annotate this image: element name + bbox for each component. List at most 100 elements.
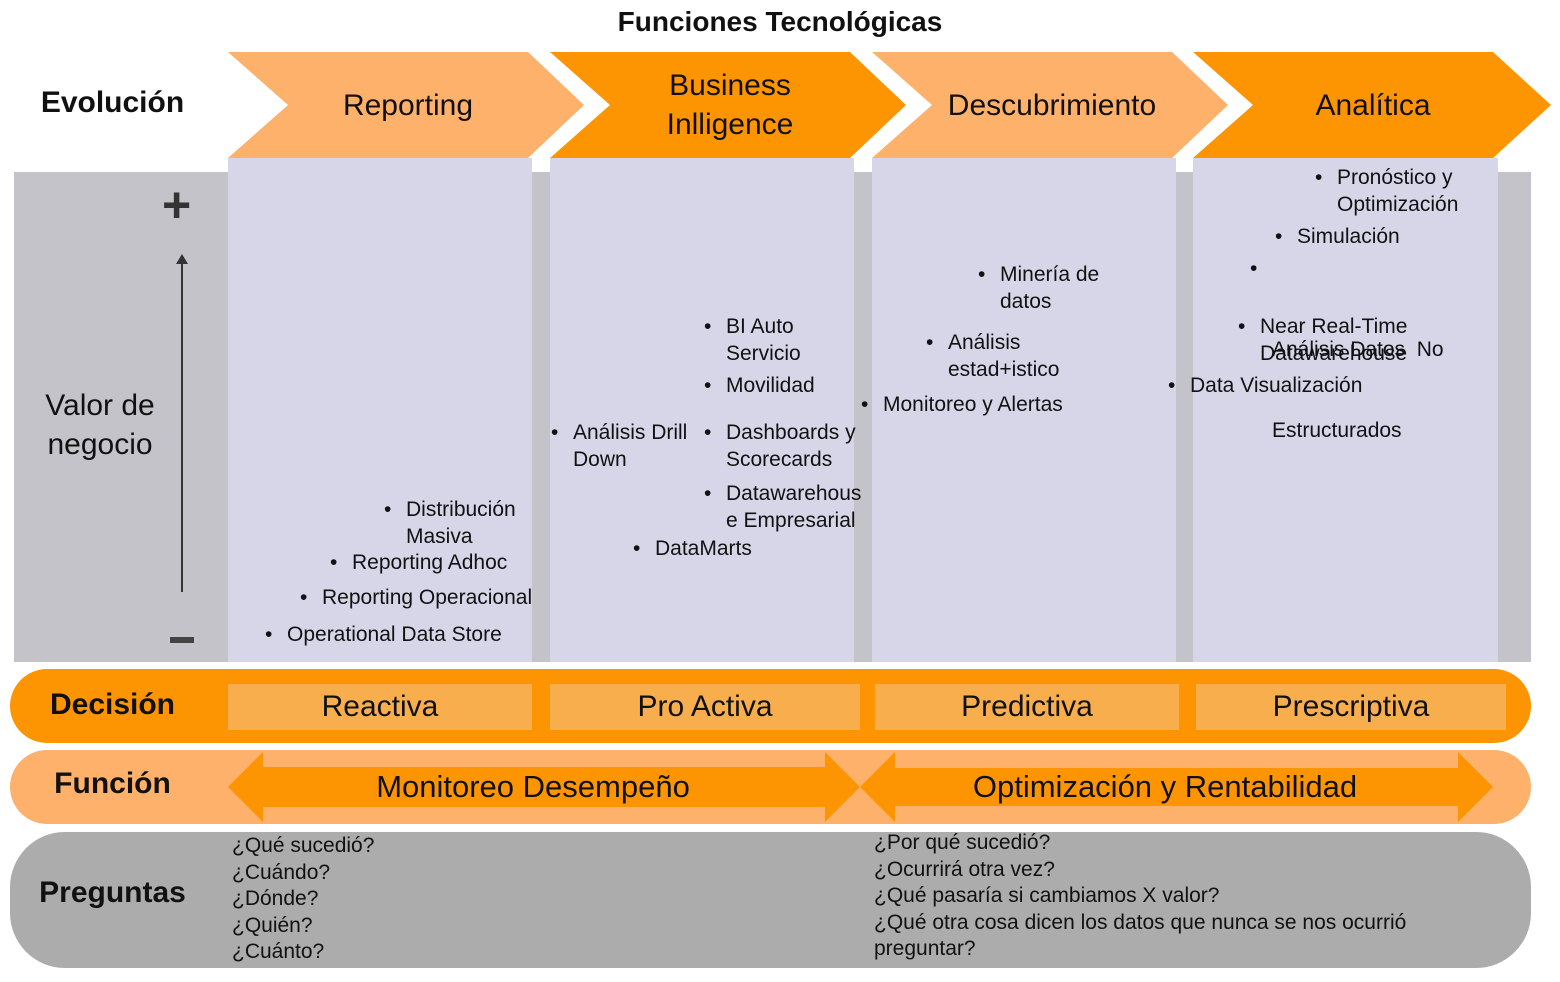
decision-reactiva: Reactiva [228, 684, 532, 730]
list-item: • Minería de datos [978, 261, 1100, 315]
bullet-icon: • [1238, 315, 1246, 338]
list-item: • DataMarts [633, 535, 752, 562]
bullet-icon: • [300, 586, 308, 609]
stage-label: Descubrimiento [947, 88, 1157, 122]
questions-right-list: ¿Por qué sucedió? ¿Ocurrirá otra vez? ¿Q… [874, 830, 1406, 963]
chevron-shape [872, 52, 1228, 158]
item-text: Dashboards y [726, 421, 856, 444]
column-reporting [228, 158, 532, 662]
bullet-icon: • [633, 537, 641, 560]
item-text: Data Visualización [1190, 374, 1363, 397]
minus-icon [170, 637, 194, 643]
item-text: Estructurados [1272, 419, 1402, 442]
column-descubrimiento [872, 158, 1176, 662]
item-text: Datawarehouse [1260, 342, 1408, 365]
list-item: • Reporting Operacional [300, 584, 533, 611]
stage-label-line1: Business [669, 69, 791, 102]
value-axis-label-line2: negocio [47, 428, 153, 461]
bullet-icon: • [704, 421, 712, 444]
bullet-icon: • [330, 551, 338, 574]
bullet-icon: • [1275, 225, 1283, 248]
item-text: Análisis Datos No [1272, 338, 1444, 361]
row-label-evolucion: Evolución [40, 86, 185, 119]
question-item: ¿Ocurrirá otra vez? [874, 857, 1055, 881]
column-business-intelligence [550, 158, 854, 662]
stage-chevron-business-intelligence: Business Inlligence [550, 52, 910, 158]
item-text: Operational Data Store [287, 623, 502, 646]
questions-row [10, 832, 1531, 968]
item-text: Pronóstico y [1337, 166, 1453, 189]
list-item: • Análisis Datos No Estructurados [1250, 255, 1444, 471]
double-arrow-left-icon [228, 752, 860, 822]
bullet-icon: • [704, 374, 712, 397]
chevron-shape [1193, 52, 1551, 158]
list-item: • Dashboards y Scorecards [704, 419, 856, 473]
item-text: Scorecards [726, 448, 833, 471]
item-text: Down [573, 448, 627, 471]
value-axis-label-line1: Valor de [45, 389, 155, 422]
item-text: Masiva [406, 525, 473, 548]
stage-label-line2: Inlligence [666, 108, 794, 141]
question-item: ¿Dónde? [232, 887, 319, 910]
item-text: Optimización [1337, 193, 1459, 216]
bullet-icon: • [1315, 166, 1323, 189]
bullet-icon: • [1168, 374, 1176, 397]
list-item: • Operational Data Store [265, 621, 502, 648]
question-item: ¿Qué sucedió? [232, 834, 375, 857]
list-item: • Near Real-Time Datawarehouse [1238, 313, 1408, 367]
item-text: Minería de [1000, 263, 1100, 286]
value-axis-label: Valor de negocio [30, 386, 170, 464]
item-text: Datawarehous [726, 482, 862, 505]
item-text: DataMarts [655, 537, 752, 560]
item-text: Simulación [1297, 225, 1400, 248]
list-item: • Simulación [1275, 223, 1400, 250]
function-monitoreo-desempeno: Monitoreo Desempeño [376, 769, 690, 804]
item-text: Distribución [406, 498, 516, 521]
item-text: Reporting Operacional [322, 586, 533, 609]
row-label-funcion: Función [54, 767, 171, 800]
list-item: • Monitoreo y Alertas [861, 391, 1063, 418]
list-item: • Datawarehous e Empresarial [704, 480, 862, 534]
item-text: Reporting Adhoc [352, 551, 508, 574]
chevron-shape [228, 52, 584, 158]
list-item: • Reporting Adhoc [330, 549, 508, 576]
bullet-icon: • [978, 263, 986, 286]
value-axis-line [181, 262, 183, 592]
item-text: Análisis [948, 331, 1021, 354]
decision-pro-activa: Pro Activa [550, 684, 860, 730]
list-item: • BI Auto Servicio [704, 313, 801, 367]
chevron-shape [550, 52, 906, 158]
bullet-icon: • [926, 331, 934, 354]
list-item: • Pronóstico y Optimización [1315, 164, 1459, 218]
list-item: • Distribución Masiva [384, 496, 516, 550]
bullet-icon: • [1250, 257, 1258, 280]
list-item: • Análisis Drill Down [551, 419, 687, 473]
row-label-decision: Decisión [49, 688, 176, 721]
item-text: Movilidad [726, 374, 815, 397]
stage-label: Reporting [342, 88, 474, 122]
function-optimizacion-rentabilidad: Optimización y Rentabilidad [972, 769, 1358, 804]
function-arrows [228, 752, 1493, 822]
diagram-title: Funciones Tecnológicas [617, 6, 943, 37]
question-item: ¿Cuánto? [232, 940, 325, 963]
list-item: • Movilidad [704, 372, 815, 399]
list-item: • Data Visualización [1168, 372, 1363, 399]
question-item: ¿Qué otra cosa dicen los datos que nunca… [874, 910, 1407, 934]
stage-chevron-reporting: Reporting [228, 52, 588, 158]
plus-icon: + [162, 177, 192, 233]
questions-left-list: ¿Qué sucedió? ¿Cuándo? ¿Dónde? ¿Quién? ¿… [232, 833, 374, 966]
item-text: Monitoreo y Alertas [883, 393, 1063, 416]
question-item: ¿Por qué sucedió? [874, 831, 1051, 854]
item-text: BI Auto [726, 315, 794, 338]
double-arrow-right-icon [860, 752, 1493, 822]
bullet-icon: • [551, 421, 559, 444]
question-item: ¿Qué pasaría si cambiamos X valor? [874, 884, 1220, 907]
item-text: datos [1000, 290, 1052, 313]
item-text: e Empresarial [726, 509, 856, 532]
item-text: Near Real-Time [1260, 315, 1408, 338]
row-label-preguntas: Preguntas [39, 876, 186, 909]
stage-chevron-analitica: Analítica [1193, 52, 1553, 158]
bullet-icon: • [704, 482, 712, 505]
question-item: ¿Cuándo? [232, 860, 331, 884]
question-item: ¿Quién? [232, 913, 313, 937]
